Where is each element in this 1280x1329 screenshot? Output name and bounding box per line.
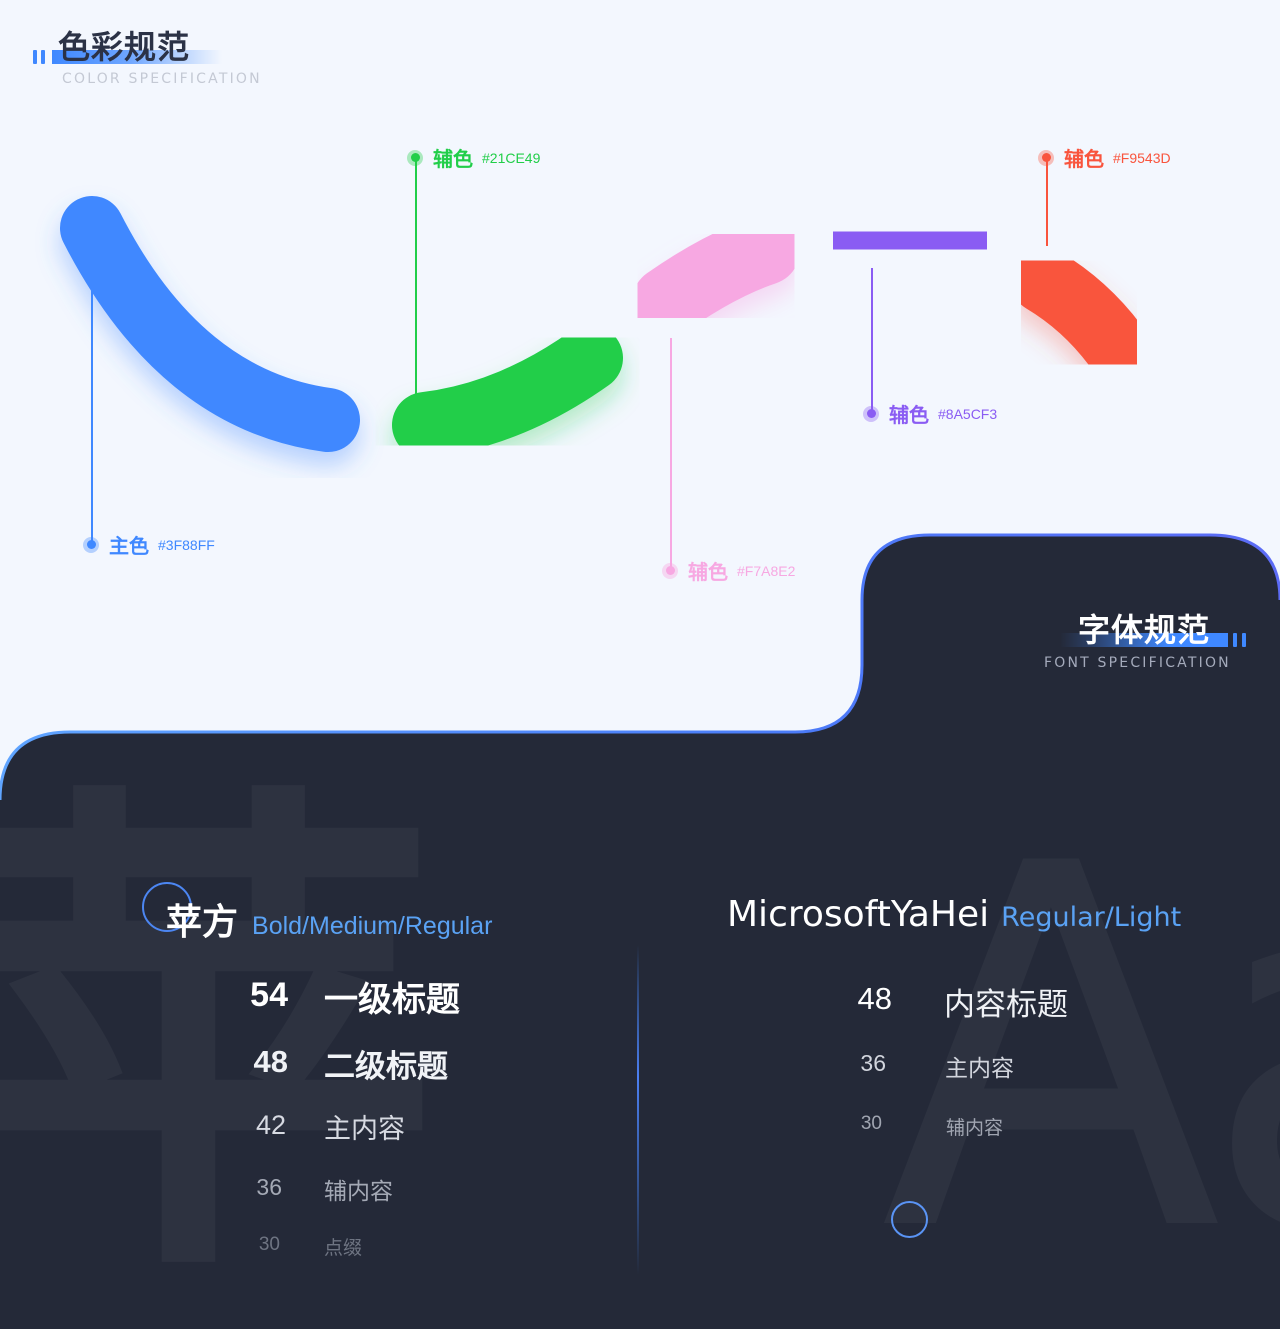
font-family-name: 苹方 — [166, 902, 239, 943]
title-accent-bar — [1060, 633, 1228, 647]
swatch-dot-icon — [83, 536, 99, 553]
color-stroke-red — [1010, 247, 1148, 378]
connector-line-blue — [91, 290, 93, 542]
swatch-name: 辅色 — [433, 147, 473, 171]
color-stroke-green — [392, 325, 623, 458]
swatch-hex: #21CE49 — [482, 149, 541, 166]
circle-decoration-icon — [142, 882, 192, 932]
font-size-value: 30 — [258, 1234, 280, 1255]
swatch-hex: #F9543D — [1113, 149, 1171, 166]
font-section-title: 字体规范 — [1078, 611, 1211, 649]
type-scale-row: 48 二级标题 — [220, 1044, 448, 1085]
font-size-value: 36 — [860, 1050, 886, 1076]
font-size-label: 主内容 — [945, 1056, 1014, 1082]
type-scale-row: 36 辅内容 — [220, 1174, 393, 1205]
swatch-dot-icon — [1038, 149, 1054, 166]
title-accent-tick — [33, 50, 37, 64]
swatch-callout-purple: 辅色 #8A5CF3 — [863, 399, 997, 428]
type-scale-row: 48 内容标题 — [830, 981, 1068, 1023]
swatch-callout-green: 辅色 #21CE49 — [407, 143, 540, 172]
swatch-name: 辅色 — [1064, 147, 1104, 171]
circle-decoration-icon — [891, 1201, 928, 1238]
font-size-label: 二级标题 — [324, 1049, 448, 1085]
font-size-label: 辅内容 — [324, 1179, 393, 1205]
type-scale-row: 30 点缀 — [220, 1234, 362, 1259]
swatch-callout-primary: 主色 #3F88FF — [83, 530, 215, 559]
type-scale-row: 54 一级标题 — [220, 976, 460, 1020]
font-size-value: 30 — [860, 1113, 882, 1134]
font-size-value: 42 — [255, 1110, 286, 1140]
connector-line-pink — [670, 338, 672, 570]
background-glyph-aa: Aa — [880, 800, 1280, 1300]
swatch-hex: #8A5CF3 — [938, 405, 998, 422]
swatch-dot-icon — [407, 149, 423, 166]
type-scale-row: 30 辅内容 — [830, 1113, 1003, 1139]
color-stroke-purple — [829, 201, 991, 279]
title-accent-tick — [41, 50, 45, 64]
font-size-label: 一级标题 — [324, 980, 460, 1020]
swatch-hex: #3F88FF — [158, 536, 215, 553]
color-stroke-blue — [60, 196, 360, 452]
color-section-title: 色彩规范 — [58, 28, 191, 66]
connector-line-red — [1046, 156, 1048, 246]
swatch-dot-icon — [662, 562, 678, 579]
swatch-callout-red: 辅色 #F9543D — [1038, 143, 1171, 172]
title-accent-tick — [1242, 633, 1246, 647]
color-section-subtitle: COLOR SPECIFICATION — [62, 71, 262, 87]
font-family-weights: Bold/Medium/Regular — [252, 912, 493, 940]
font-family-heading-pingfang: 苹方 Bold/Medium/Regular — [166, 893, 492, 945]
swatch-callout-pink: 辅色 #F7A8E2 — [662, 556, 795, 585]
font-family-heading-yahei: MicrosoftYaHei Regular/Light — [727, 894, 1181, 935]
font-size-label: 点缀 — [324, 1237, 363, 1259]
title-accent-bar — [52, 50, 222, 64]
font-size-value: 36 — [256, 1174, 282, 1200]
swatch-dot-icon — [863, 405, 879, 422]
color-stroke-pink — [632, 215, 800, 337]
type-scale-row: 42 主内容 — [220, 1110, 405, 1145]
font-size-label: 内容标题 — [944, 987, 1068, 1023]
swatch-name: 辅色 — [688, 560, 728, 584]
type-scale-row: 36 主内容 — [830, 1050, 1014, 1082]
connector-line-green — [415, 156, 417, 396]
font-size-value: 48 — [253, 1044, 288, 1079]
connector-line-purple — [871, 268, 873, 413]
swatch-hex: #F7A8E2 — [737, 562, 796, 579]
font-size-value: 48 — [857, 981, 892, 1016]
swatch-name: 主色 — [109, 534, 149, 558]
font-family-name: MicrosoftYaHei — [727, 894, 990, 935]
font-section-subtitle: FONT SPECIFICATION — [1044, 655, 1231, 671]
font-size-value: 54 — [250, 976, 288, 1014]
font-size-label: 主内容 — [324, 1114, 405, 1145]
font-family-weights: Regular/Light — [1001, 902, 1182, 933]
font-size-label: 辅内容 — [946, 1117, 1004, 1139]
swatch-name: 辅色 — [889, 403, 929, 427]
title-accent-tick — [1233, 633, 1237, 647]
background-glyph-ping: 苹 — [0, 790, 440, 1290]
